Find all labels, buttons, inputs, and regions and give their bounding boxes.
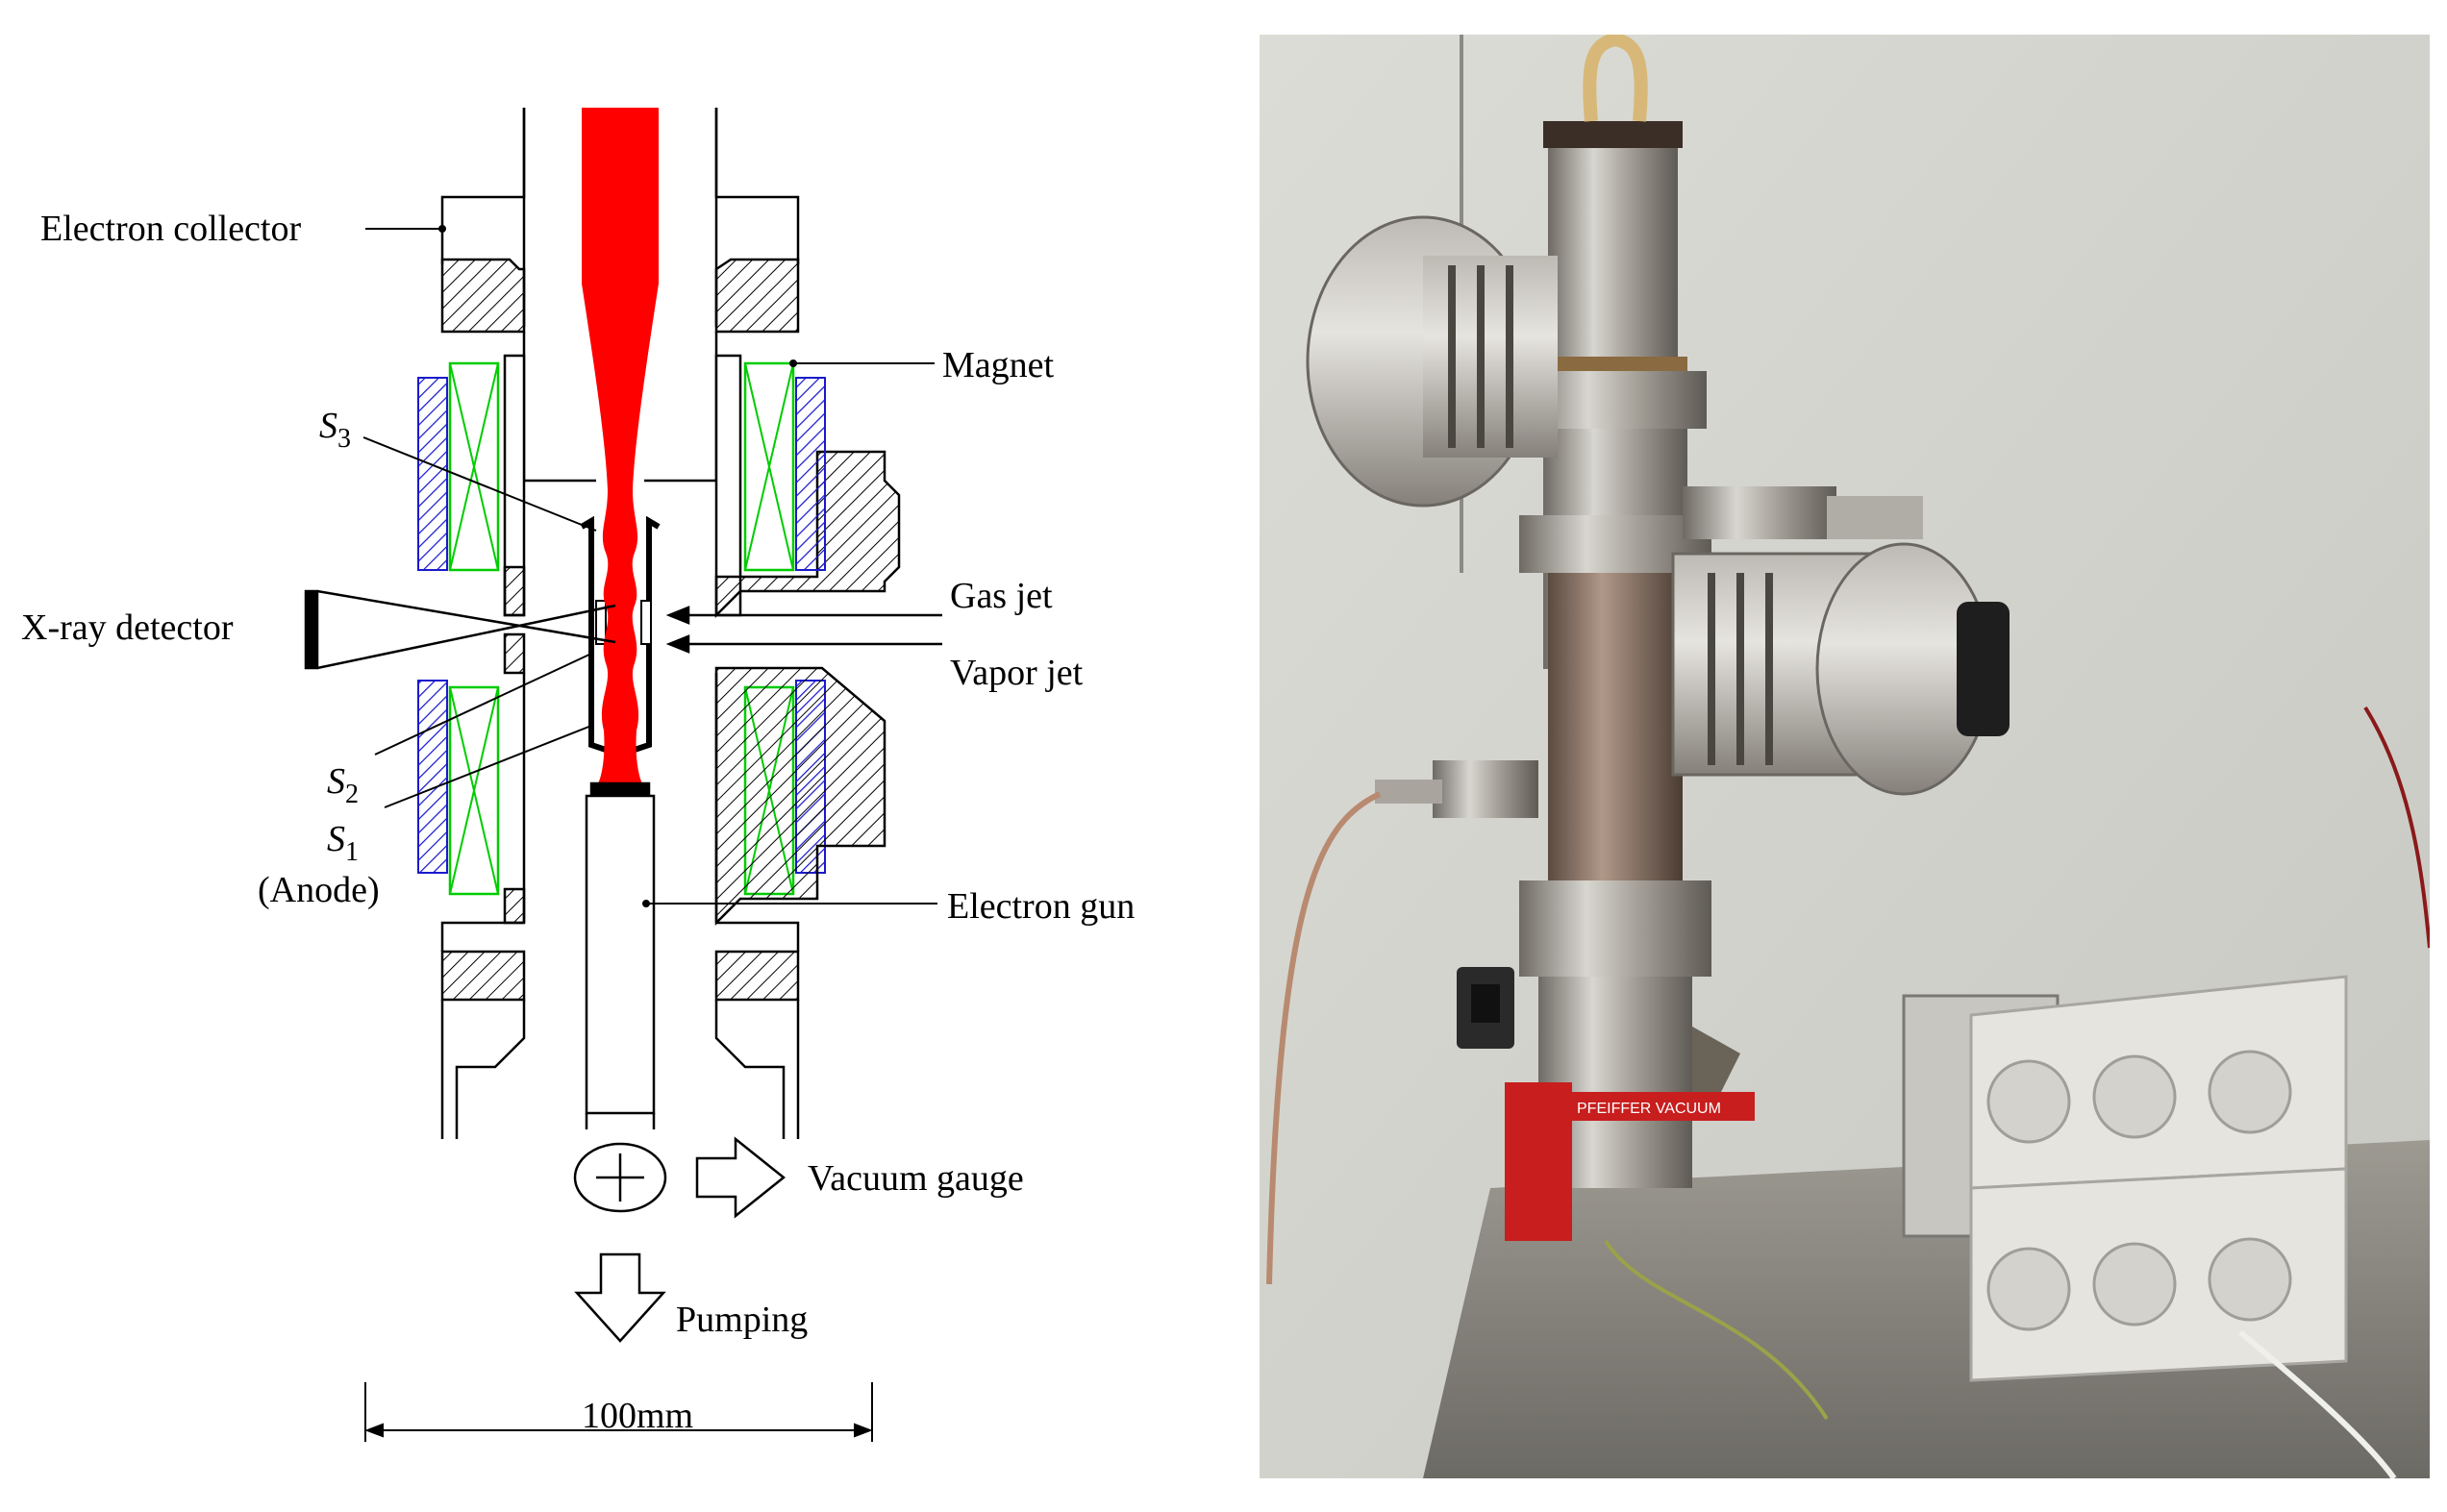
label-vacuum-gauge: Vacuum gauge xyxy=(808,1158,1024,1199)
gas-jet-arrow xyxy=(665,606,942,625)
magnet-drum-lower xyxy=(1671,542,2010,796)
label-anode: (Anode) xyxy=(258,870,380,910)
scale-bar xyxy=(364,1382,873,1442)
junction-box-lower xyxy=(1969,1167,2348,1382)
ion-trap-schematic: Electron collector Magnet S3 X-ray detec… xyxy=(21,108,1135,1442)
label-s2: S2 xyxy=(327,761,359,809)
vacuum-gauge-arrow xyxy=(695,1136,787,1219)
label-magnet: Magnet xyxy=(942,345,1055,385)
gas-injection-window xyxy=(595,600,652,645)
label-scale: 100mm xyxy=(582,1396,693,1436)
label-s3: S3 xyxy=(319,406,351,454)
xray-detector xyxy=(304,589,616,670)
label-electron-collector: Electron collector xyxy=(40,209,301,249)
upper-magnet-yoke xyxy=(503,354,901,619)
label-electron-gun: Electron gun xyxy=(947,886,1135,927)
junction-box-upper xyxy=(1969,975,2348,1190)
electron-gun xyxy=(573,781,667,1213)
pumping-arrow xyxy=(574,1252,666,1343)
vapor-jet-arrow xyxy=(665,634,942,654)
vacuum-column xyxy=(1519,35,1711,1188)
apparatus-photo: PFEIFFER VACUUM xyxy=(1260,35,2430,1478)
label-vapor-jet: Vapor jet xyxy=(950,653,1084,693)
brand-label: PFEIFFER VACUUM xyxy=(1577,1101,1721,1117)
label-xray-detector: X-ray detector xyxy=(21,607,234,648)
side-ports xyxy=(1375,486,1923,818)
label-pumping: Pumping xyxy=(676,1300,808,1340)
inner-tube-lower xyxy=(440,673,800,952)
label-gas-jet: Gas jet xyxy=(950,576,1053,616)
leader-lines xyxy=(362,225,937,907)
upper-flange xyxy=(440,258,800,334)
magnet-drum-upper xyxy=(1306,215,1558,508)
lower-magnet-left xyxy=(417,680,500,896)
lower-flange xyxy=(440,950,800,1002)
upper-magnet-left xyxy=(417,361,500,572)
lower-magnet-yoke xyxy=(503,632,886,927)
gun-housing xyxy=(440,1000,800,1139)
electron-beam xyxy=(582,108,659,783)
label-s1: S1 xyxy=(327,819,359,867)
red-gauge xyxy=(1505,1082,1572,1241)
upper-magnet-right xyxy=(743,361,826,572)
